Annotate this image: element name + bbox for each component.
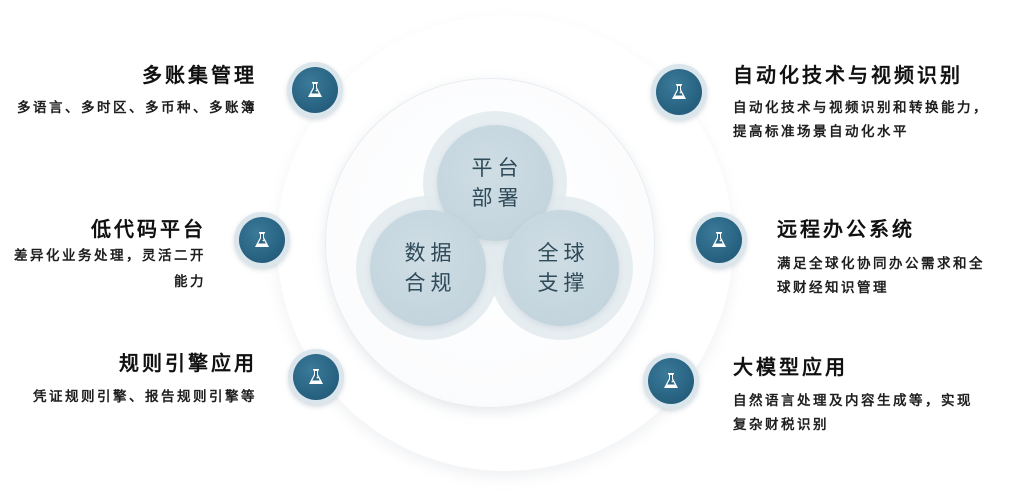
core-label-line2: 部署 <box>471 186 524 210</box>
flask-icon <box>309 369 323 384</box>
feature-desc-remote-office-line2: 球财经知识管理 <box>777 280 889 296</box>
feature-desc-remote-office-line1: 满足全球化协同办公需求和全 <box>777 256 985 272</box>
feature-icon-remote-office <box>691 212 747 268</box>
feature-title-automation: 自动化技术与视频识别 <box>733 63 963 87</box>
core-data-compliance: 数据 合规 <box>370 210 486 326</box>
flask-icon <box>308 82 322 97</box>
feature-desc-low-code-line2: 能力 <box>174 274 206 290</box>
feature-title-rule-engine: 规则引擎应用 <box>119 351 257 375</box>
feature-desc-rule-engine: 凭证规则引擎、报告规则引擎等 <box>33 389 257 405</box>
feature-icon-multi-ledger <box>287 62 343 118</box>
core-label-line1: 平台 <box>471 156 524 180</box>
core-label-line1: 数据 <box>404 241 457 265</box>
core-label-line1: 全球 <box>537 241 590 265</box>
feature-title-multi-ledger: 多账集管理 <box>142 63 257 87</box>
flask-icon <box>664 373 678 388</box>
feature-desc-automation-line1: 自动化技术与视频识别和转换能力， <box>733 100 989 116</box>
core-global-support: 全球 支撑 <box>503 210 619 326</box>
feature-desc-multi-ledger: 多语言、多时区、多币种、多账簿 <box>17 100 257 116</box>
feature-icon-llm <box>643 353 699 409</box>
flask-icon <box>255 232 269 247</box>
feature-icon-rule-engine <box>288 349 344 405</box>
feature-title-llm: 大模型应用 <box>733 355 848 379</box>
feature-title-low-code: 低代码平台 <box>91 217 206 241</box>
feature-desc-llm-line1: 自然语言处理及内容生成等，实现 <box>733 393 973 409</box>
feature-icon-low-code <box>234 212 290 268</box>
flask-icon <box>712 232 726 247</box>
feature-desc-automation-line2: 提高标准场景自动化水平 <box>733 124 909 140</box>
feature-desc-llm-line2: 复杂财税识别 <box>733 417 829 433</box>
core-label-line2: 合规 <box>404 271 457 295</box>
feature-desc-low-code-line1: 差异化业务处理，灵活二开 <box>14 248 206 264</box>
flask-icon <box>672 84 686 99</box>
feature-icon-automation <box>651 64 707 120</box>
feature-title-remote-office: 远程办公系统 <box>777 217 915 241</box>
core-label-line2: 支撑 <box>537 271 590 295</box>
